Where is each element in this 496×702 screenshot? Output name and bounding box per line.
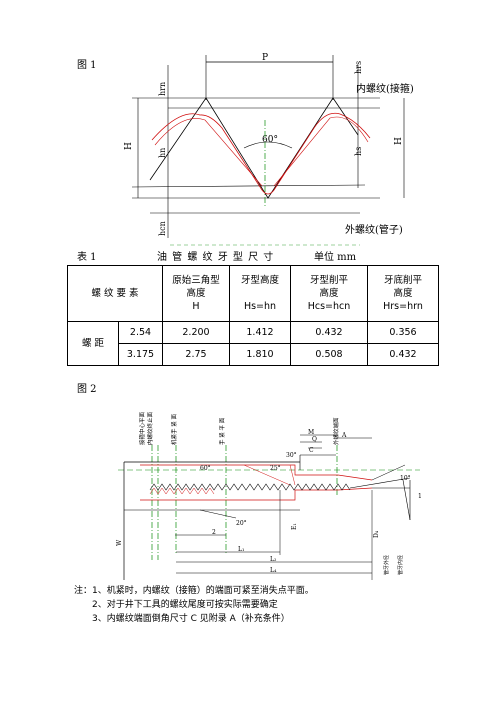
dim-w: W: [116, 539, 123, 546]
table-1-unit: 单位 mm: [314, 252, 357, 263]
cell-hrs: 0.432: [367, 343, 439, 366]
dim-2: 2: [212, 529, 216, 536]
dim-c: C: [309, 447, 314, 454]
dim-l2: L₂: [270, 556, 277, 563]
cell-hrs: 0.356: [367, 321, 439, 344]
note-2: 2、对于井下工具的螺纹尾度可按实际需要确定: [92, 600, 278, 610]
cell-h: 2.200: [162, 321, 230, 344]
vlabel-internal-end: 内螺纹终止面: [146, 411, 154, 445]
angle-10: 10°: [400, 475, 411, 482]
dim-hrn: hrn: [158, 82, 167, 96]
figure-2-label: 图 2: [77, 384, 97, 395]
cell-hs: 1.810: [229, 343, 291, 366]
table-row: 3.175 2.75 1.810 0.508 0.432: [68, 343, 439, 366]
notes: 注：1、机紧时，内螺纹（接箍）的端面可紧至消失点平面。 2、对于井下工具的螺纹尾…: [74, 584, 314, 626]
figure-2-coupling-drawing: 接箍中心平面 内螺纹终止面 机紧手 紧 面 手 紧 平 面 外螺纹端面 10° …: [116, 411, 422, 580]
vlabel-machine-tight: 机紧手 紧 面: [170, 414, 178, 445]
dim-m: M: [308, 429, 314, 436]
dim-a: A: [341, 432, 347, 439]
note-1: 注：1、机紧时，内螺纹（接箍）的端面可紧至消失点平面。: [74, 586, 314, 596]
angle-60: 60°: [262, 135, 278, 145]
dim-p: P: [262, 53, 268, 63]
header-tooth-height: 牙型高度 Hs=hn: [229, 265, 291, 322]
vlabel-hand-tight: 手 紧 平 面: [218, 417, 226, 445]
dim-d4: D₄: [373, 530, 380, 538]
angle-25: 25°: [270, 465, 281, 472]
vlabel-coupling-center: 接箍中心平面: [138, 411, 146, 445]
dim-1: 1: [418, 493, 422, 500]
row-label-pitch: 螺 距: [67, 321, 119, 366]
cell-h: 2.75: [162, 343, 230, 366]
dim-q: Q: [312, 436, 317, 443]
bottom-label-od: 管牙外径: [383, 555, 390, 575]
dim-hs: hs: [354, 147, 363, 156]
figure-1-label: 图 1: [77, 60, 97, 71]
dim-h-left: H: [124, 142, 134, 150]
dim-e1: E₁: [291, 523, 298, 530]
cell-pitch: 3.175: [118, 343, 163, 366]
vlabel-external-end: 外螺纹端面: [332, 417, 340, 445]
table-row: 螺 距 2.54 2.200 1.412 0.432 0.356: [67, 321, 439, 366]
internal-thread-label: 内螺纹(接箍): [356, 82, 414, 95]
dim-l4: L₄: [270, 567, 277, 574]
header-thread-element: 螺 纹 要 素: [67, 265, 163, 322]
cell-hcs: 0.508: [290, 343, 368, 366]
dim-h-right: H: [394, 137, 404, 145]
note-3: 3、内螺纹端面倒角尺寸 C 见附录 A（补充条件）: [92, 614, 290, 624]
figure-1-thread-profile: P H hrn hn hcn hrs hs H 60° 内螺纹(接箍) 外螺纹(…: [124, 53, 414, 246]
table-1-label: 表 1: [77, 252, 97, 263]
angle-60: 60°: [200, 465, 211, 472]
cell-hs: 1.412: [229, 321, 291, 344]
bottom-label-id: 管牙内径: [397, 555, 404, 575]
external-thread-label: 外螺纹(管子): [345, 223, 403, 236]
dim-hcn: hcn: [158, 221, 167, 236]
angle-20: 20°: [236, 520, 247, 527]
cell-hcs: 0.432: [290, 321, 368, 344]
cell-pitch: 2.54: [118, 321, 163, 344]
table-1-title: 油 管 螺 纹 牙 型 尺 寸: [157, 252, 275, 263]
dim-l1: L₁: [238, 546, 244, 553]
dim-hn: hn: [158, 148, 167, 158]
angle-30: 30°: [286, 452, 297, 459]
dim-hrs: hrs: [354, 61, 363, 74]
